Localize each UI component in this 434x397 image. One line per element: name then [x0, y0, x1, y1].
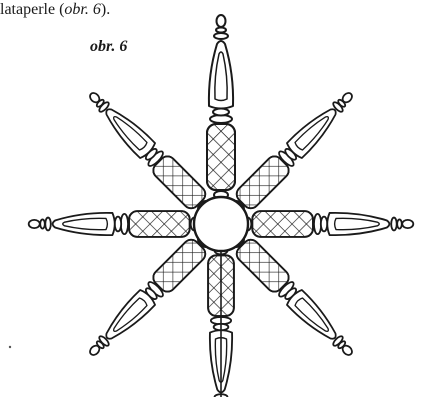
arm-up-right: [228, 85, 360, 217]
arm-up-left: [82, 85, 214, 217]
arm-right: [244, 211, 413, 237]
arm-left: [29, 211, 198, 237]
stray-dot: [9, 346, 11, 348]
center-ring: [194, 197, 248, 251]
arm-up: [207, 15, 235, 199]
arm-down-right: [228, 231, 360, 363]
arm-down-left: [82, 231, 214, 363]
